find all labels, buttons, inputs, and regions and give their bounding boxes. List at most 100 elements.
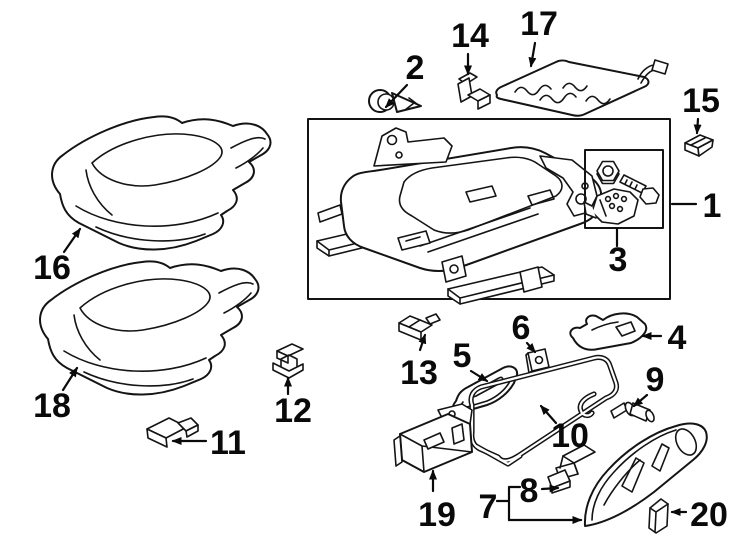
callout-9-arrow bbox=[632, 393, 649, 408]
clip12-upper bbox=[276, 350, 289, 364]
callout-10: 10 bbox=[539, 404, 589, 455]
heater-pad-outline bbox=[495, 59, 650, 117]
callout-6-arrow bbox=[525, 341, 537, 354]
clip13-tail bbox=[425, 313, 441, 325]
callout-5-label: 5 bbox=[453, 337, 472, 375]
panel-hole bbox=[674, 428, 698, 456]
clip12-base bbox=[272, 362, 304, 379]
wire-hook-core bbox=[579, 392, 596, 417]
part-1-frame-assembly-box bbox=[307, 118, 671, 305]
cushion-wing-seam-upper bbox=[230, 136, 266, 149]
knob-cone-ridge bbox=[404, 97, 418, 111]
callout-18-label: 18 bbox=[33, 387, 71, 425]
part-16-seat-cushion-cover bbox=[51, 115, 272, 251]
clip15-notch bbox=[690, 137, 706, 146]
part-3-hardware-kit-box bbox=[583, 149, 664, 229]
part-11-clip bbox=[146, 417, 199, 448]
callout-9: 9 bbox=[632, 361, 665, 408]
callout-19: 19 bbox=[418, 469, 456, 534]
callout-1: 1 bbox=[670, 187, 722, 225]
callout-8-label: 8 bbox=[520, 472, 539, 510]
pin-end bbox=[645, 409, 655, 423]
callout-13-arrow bbox=[418, 333, 427, 352]
cushion-outline bbox=[51, 115, 272, 251]
bolt-head bbox=[639, 187, 660, 205]
clip14-foot-front bbox=[477, 94, 491, 110]
wire-foot-core bbox=[474, 444, 522, 466]
callout-16: 16 bbox=[33, 227, 82, 287]
nut-plate-hole bbox=[534, 355, 544, 365]
switch-slot bbox=[451, 423, 465, 445]
cushion-lower-seam bbox=[95, 226, 206, 242]
hex-nut-top bbox=[596, 160, 620, 182]
frame-slot-1 bbox=[465, 185, 497, 203]
callout-13: 13 bbox=[400, 333, 438, 392]
callout-18-arrow bbox=[61, 366, 79, 392]
part-15-clip bbox=[684, 134, 714, 157]
frame-brace-lines bbox=[419, 207, 539, 253]
clip11-flap-front bbox=[185, 424, 199, 438]
hardware-box-border bbox=[584, 149, 664, 229]
panel-inner-edge bbox=[591, 429, 677, 521]
part-10-support-wire bbox=[468, 354, 620, 467]
callout-13-label: 13 bbox=[400, 354, 438, 392]
frame-left-tab bbox=[317, 204, 343, 223]
cushion-front-seam bbox=[75, 205, 219, 227]
bracket-hole-5 bbox=[616, 205, 624, 213]
callout-4-label: 4 bbox=[668, 319, 687, 357]
bracket4-hole bbox=[615, 321, 636, 337]
callout-17-arrow bbox=[528, 41, 537, 68]
callout-16-arrow bbox=[62, 227, 82, 254]
part-9-push-pin bbox=[610, 401, 655, 423]
part-19-switch-module bbox=[393, 403, 473, 473]
callout-2-label: 2 bbox=[406, 49, 425, 87]
heater-element-wave-2 bbox=[539, 92, 577, 104]
callout-11-label: 11 bbox=[210, 424, 246, 462]
callout-2-arrow bbox=[384, 83, 409, 109]
part-14-clip bbox=[457, 72, 491, 110]
callout-1-label: 1 bbox=[703, 187, 722, 225]
panel-outline bbox=[583, 422, 708, 527]
callout-5-arrow bbox=[469, 369, 489, 383]
callout-7: 7 bbox=[479, 485, 583, 526]
clip14-plate bbox=[457, 77, 473, 103]
part-2-knob-fastener bbox=[368, 89, 422, 113]
switch-button bbox=[423, 432, 445, 450]
callout-6-label: 6 bbox=[512, 309, 531, 347]
frame-back-hole-1 bbox=[386, 134, 398, 146]
bracket-hole-1 bbox=[604, 195, 612, 203]
clip15-side bbox=[697, 139, 714, 157]
part-17-heater-pad bbox=[495, 59, 669, 117]
callout-8-arrow bbox=[540, 484, 560, 493]
frame-hanging-tab-left bbox=[441, 255, 467, 283]
callouts: 1 2 3 4 5 6 7 8 bbox=[33, 5, 728, 534]
callout-18: 18 bbox=[33, 366, 79, 425]
frame-hanging-tab-hole bbox=[449, 264, 459, 274]
callout-15-arrow bbox=[693, 117, 702, 135]
callout-10-label: 10 bbox=[551, 417, 589, 455]
callout-11: 11 bbox=[171, 424, 246, 462]
switch-flange bbox=[393, 435, 403, 467]
bolt-threads bbox=[624, 179, 638, 190]
bracket4-fold bbox=[591, 321, 619, 331]
callout-8: 8 bbox=[520, 472, 560, 510]
clip12-channel bbox=[280, 354, 298, 367]
callout-12-label: 12 bbox=[274, 392, 312, 430]
frame-back-bracket bbox=[373, 127, 453, 167]
mount-bracket-wing bbox=[583, 201, 597, 219]
panel-slot-b bbox=[651, 443, 670, 472]
frame-front-plate-slot bbox=[405, 236, 421, 242]
part-6-nut-plate bbox=[525, 348, 550, 374]
panel-contour bbox=[603, 459, 641, 506]
callout-7-bracket bbox=[495, 485, 522, 522]
callout-15: 15 bbox=[682, 82, 720, 135]
callout-9-label: 9 bbox=[646, 361, 665, 399]
callout-2: 2 bbox=[384, 49, 425, 109]
callout-17-label: 17 bbox=[520, 5, 558, 43]
heater-element-wave-3 bbox=[562, 82, 588, 92]
cushion-left-seam bbox=[85, 169, 113, 216]
callout-16-label: 16 bbox=[33, 249, 71, 287]
callout-14-label: 14 bbox=[451, 17, 489, 55]
